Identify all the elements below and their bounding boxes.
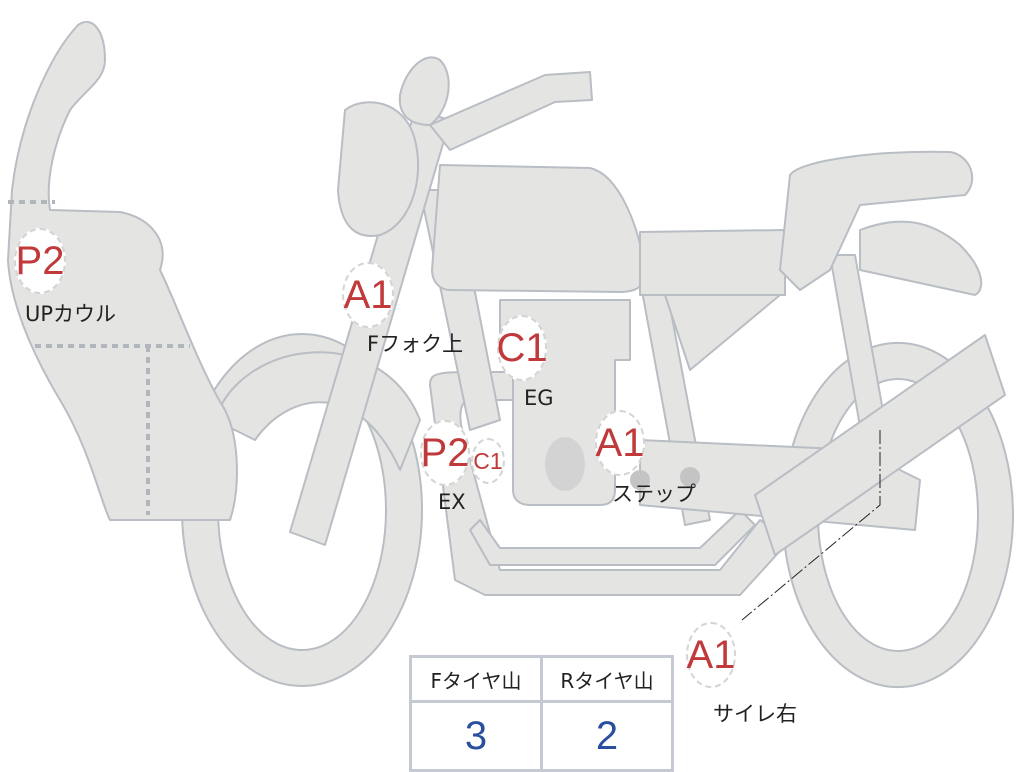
label-step: ステップ xyxy=(612,482,696,506)
seat xyxy=(779,150,974,291)
badge-upper-cowl[interactable]: P2 xyxy=(14,228,66,294)
tail xyxy=(859,220,983,296)
rear-tyre-value: 2 xyxy=(540,700,674,772)
exhaust-pipe-2 xyxy=(469,509,756,566)
badge-silencer-right[interactable]: A1 xyxy=(686,622,736,688)
badge-engine[interactable]: C1 xyxy=(496,315,548,381)
tyre-tread-table: Fタイヤ山 Rタイヤ山 3 2 xyxy=(409,655,674,772)
badge-front-fork[interactable]: A1 xyxy=(342,262,394,328)
front-tyre-header: Fタイヤ山 xyxy=(409,655,543,703)
muffler xyxy=(754,334,1006,556)
engine-cover xyxy=(545,437,585,491)
front-tyre-value: 3 xyxy=(409,700,543,772)
cowl-sections xyxy=(8,200,190,515)
upper-cowl xyxy=(7,20,238,521)
label-silencer-right: サイレ右 xyxy=(713,702,797,726)
badge-exhaust[interactable]: P2 xyxy=(420,420,470,486)
label-engine: EG xyxy=(524,386,554,410)
fuel-tank xyxy=(431,164,646,293)
label-upper-cowl: UPカウル xyxy=(25,302,117,326)
footpeg-2 xyxy=(680,467,700,487)
mirror xyxy=(398,56,450,126)
handlebar xyxy=(429,71,593,151)
badge-exhaust-c1[interactable]: C1 xyxy=(471,438,505,484)
badge-step[interactable]: A1 xyxy=(595,410,645,476)
silencer-leader-line xyxy=(741,430,881,621)
headlight xyxy=(337,101,420,237)
side-cover xyxy=(639,229,786,296)
footpeg xyxy=(630,470,650,490)
tail-panel xyxy=(664,294,781,371)
label-exhaust: EX xyxy=(438,490,466,514)
rear-tyre-header: Rタイヤ山 xyxy=(540,655,674,703)
label-front-fork: Fフォク上 xyxy=(367,332,464,356)
